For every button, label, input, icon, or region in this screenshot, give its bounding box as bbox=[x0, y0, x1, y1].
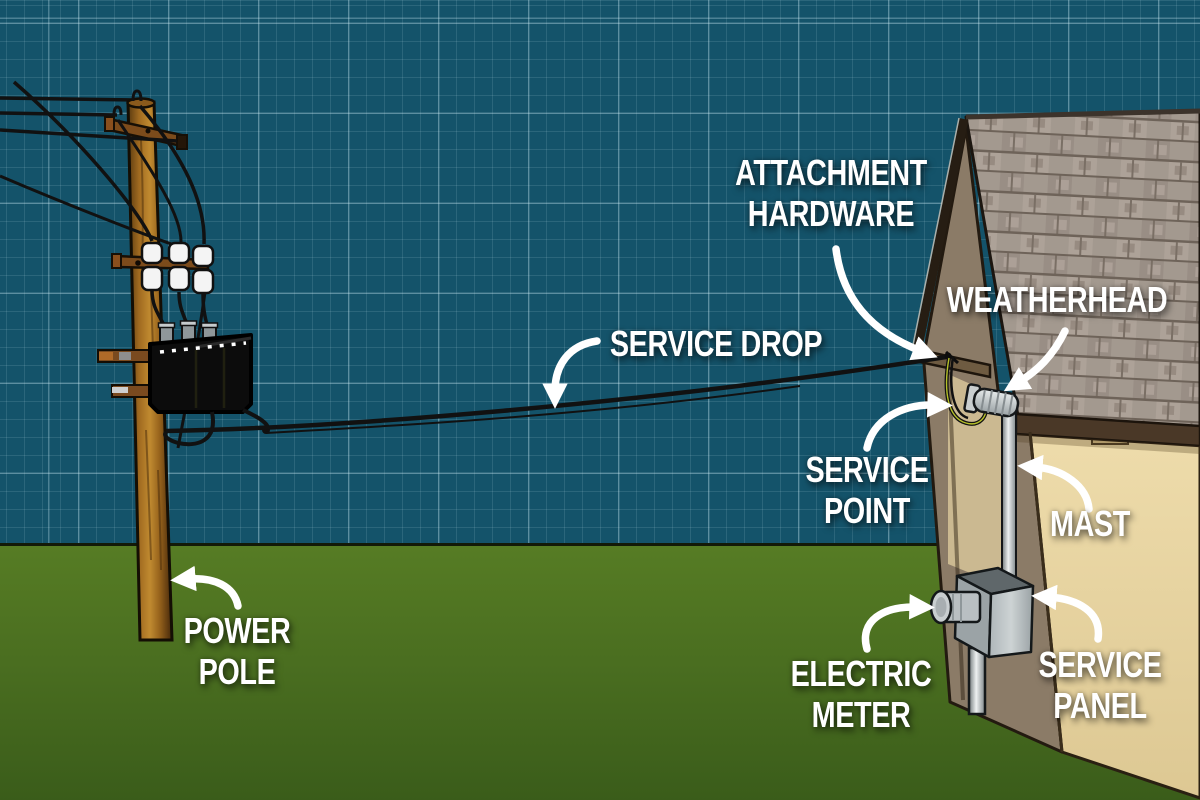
service-drop-wire bbox=[165, 354, 947, 434]
label-line: POWER bbox=[183, 610, 291, 651]
arrow-to-service-drop bbox=[542, 337, 601, 409]
arrow-to-weatherhead bbox=[1003, 327, 1069, 392]
roof bbox=[964, 109, 1200, 430]
label-weatherhead: WEATHERHEAD bbox=[929, 279, 1185, 320]
mast-pipe bbox=[1001, 401, 1017, 589]
arrow-to-electric-meter bbox=[861, 594, 935, 653]
label-service-drop: SERVICE DROP bbox=[588, 323, 844, 364]
drip-loop bbox=[944, 356, 989, 426]
label-service-panel: SERVICE PANEL bbox=[1004, 644, 1196, 726]
label-line: SERVICE DROP bbox=[609, 323, 823, 364]
transformer bbox=[148, 289, 253, 414]
arrow-to-attachment-hardware bbox=[832, 245, 938, 361]
label-line: PANEL bbox=[1053, 685, 1147, 726]
primary-wires bbox=[0, 96, 135, 117]
insulators bbox=[140, 241, 215, 295]
arrow-to-power-pole bbox=[170, 565, 242, 610]
rake-board bbox=[912, 118, 969, 353]
label-line: METER bbox=[811, 694, 911, 735]
arrow-to-service-panel bbox=[1031, 584, 1103, 643]
label-line: POINT bbox=[823, 490, 910, 531]
label-line: SERVICE bbox=[1038, 644, 1162, 685]
gable-inner-panel bbox=[948, 374, 1002, 586]
arrow-to-service-point bbox=[863, 392, 953, 452]
pole-top-wires bbox=[0, 80, 207, 449]
electric-meter-part bbox=[929, 589, 982, 625]
label-attachment-hardware: ATTACHMENT HARDWARE bbox=[703, 152, 959, 234]
transformer-brackets bbox=[97, 349, 155, 398]
arrow-to-mast bbox=[1017, 454, 1093, 513]
label-service-point: SERVICE POINT bbox=[771, 449, 963, 531]
label-line: WEATHERHEAD bbox=[946, 279, 1168, 320]
callout-arrows bbox=[170, 245, 1103, 653]
ridge-cap bbox=[965, 108, 1200, 120]
label-line: HARDWARE bbox=[747, 193, 915, 234]
weatherhead bbox=[963, 383, 1020, 418]
label-line: MAST bbox=[1050, 503, 1130, 544]
label-line: ELECTRIC bbox=[790, 653, 932, 694]
label-electric-meter: ELECTRIC METER bbox=[749, 653, 973, 735]
label-line: ATTACHMENT bbox=[735, 152, 927, 193]
label-line: SERVICE bbox=[805, 449, 929, 490]
label-mast: MAST bbox=[1010, 503, 1170, 544]
label-line: POLE bbox=[198, 651, 276, 692]
label-power-pole: POWER POLE bbox=[141, 610, 333, 692]
